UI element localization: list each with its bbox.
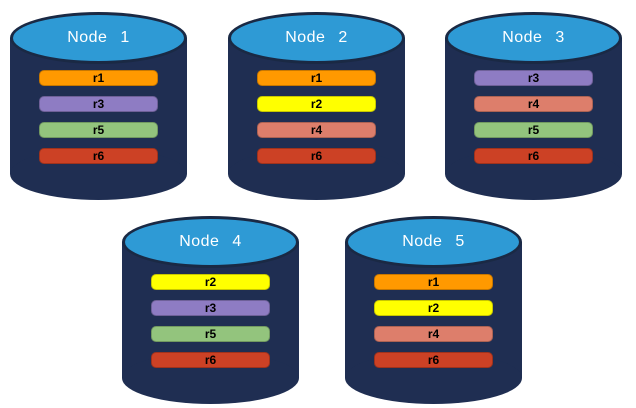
node-2-cylinder: Node 2 r1 r2 r4 r6 xyxy=(228,12,405,200)
replica-bar: r3 xyxy=(474,70,593,86)
cylinder-top: Node 1 xyxy=(10,12,187,64)
replica-list: r1 r2 r4 r6 xyxy=(257,70,376,164)
node-1-cylinder: Node 1 r1 r3 r5 r6 xyxy=(10,12,187,200)
replica-label: r6 xyxy=(204,353,217,367)
cylinder-top: Node 3 xyxy=(445,12,622,64)
node-title: Node 1 xyxy=(67,29,130,46)
cylinder-top: Node 5 xyxy=(345,216,522,268)
replica-label: r3 xyxy=(527,71,540,85)
replica-label: r3 xyxy=(92,97,105,111)
node-5-cylinder: Node 5 r1 r2 r4 r6 xyxy=(345,216,522,404)
replica-label: r5 xyxy=(92,123,105,137)
replica-label: r6 xyxy=(92,149,105,163)
replica-bar: r4 xyxy=(257,122,376,138)
replica-bar: r5 xyxy=(151,326,270,342)
node-title: Node 4 xyxy=(179,233,242,250)
node-title: Node 5 xyxy=(402,233,465,250)
node-title: Node 2 xyxy=(285,29,348,46)
node-4-cylinder: Node 4 r2 r3 r5 r6 xyxy=(122,216,299,404)
replica-bar: r2 xyxy=(257,96,376,112)
replica-bar: r5 xyxy=(39,122,158,138)
replica-label: r6 xyxy=(427,353,440,367)
replica-label: r6 xyxy=(310,149,323,163)
cylinder-top: Node 2 xyxy=(228,12,405,64)
replica-bar: r6 xyxy=(474,148,593,164)
replica-bar: r2 xyxy=(151,274,270,290)
replica-bar: r6 xyxy=(374,352,493,368)
replica-bar: r6 xyxy=(257,148,376,164)
replica-bar: r5 xyxy=(474,122,593,138)
replica-label: r2 xyxy=(310,97,323,111)
node-title: Node 3 xyxy=(502,29,565,46)
replica-label: r1 xyxy=(92,71,105,85)
replica-bar: r3 xyxy=(151,300,270,316)
replica-bar: r4 xyxy=(374,326,493,342)
replica-bar: r4 xyxy=(474,96,593,112)
replica-label: r4 xyxy=(310,123,323,137)
replica-label: r2 xyxy=(427,301,440,315)
replica-label: r4 xyxy=(427,327,440,341)
replica-label: r3 xyxy=(204,301,217,315)
replica-bar: r6 xyxy=(151,352,270,368)
replica-bar: r6 xyxy=(39,148,158,164)
replica-label: r5 xyxy=(527,123,540,137)
replica-label: r1 xyxy=(427,275,440,289)
replica-label: r5 xyxy=(204,327,217,341)
replica-bar: r2 xyxy=(374,300,493,316)
replica-bar: r1 xyxy=(257,70,376,86)
replica-label: r4 xyxy=(527,97,540,111)
replica-list: r2 r3 r5 r6 xyxy=(151,274,270,368)
replica-label: r1 xyxy=(310,71,323,85)
replica-label: r6 xyxy=(527,149,540,163)
replica-label: r2 xyxy=(204,275,217,289)
replica-list: r1 r3 r5 r6 xyxy=(39,70,158,164)
node-3-cylinder: Node 3 r3 r4 r5 r6 xyxy=(445,12,622,200)
replica-bar: r1 xyxy=(39,70,158,86)
replica-bar: r1 xyxy=(374,274,493,290)
cylinder-top: Node 4 xyxy=(122,216,299,268)
replica-list: r1 r2 r4 r6 xyxy=(374,274,493,368)
replica-list: r3 r4 r5 r6 xyxy=(474,70,593,164)
replica-bar: r3 xyxy=(39,96,158,112)
